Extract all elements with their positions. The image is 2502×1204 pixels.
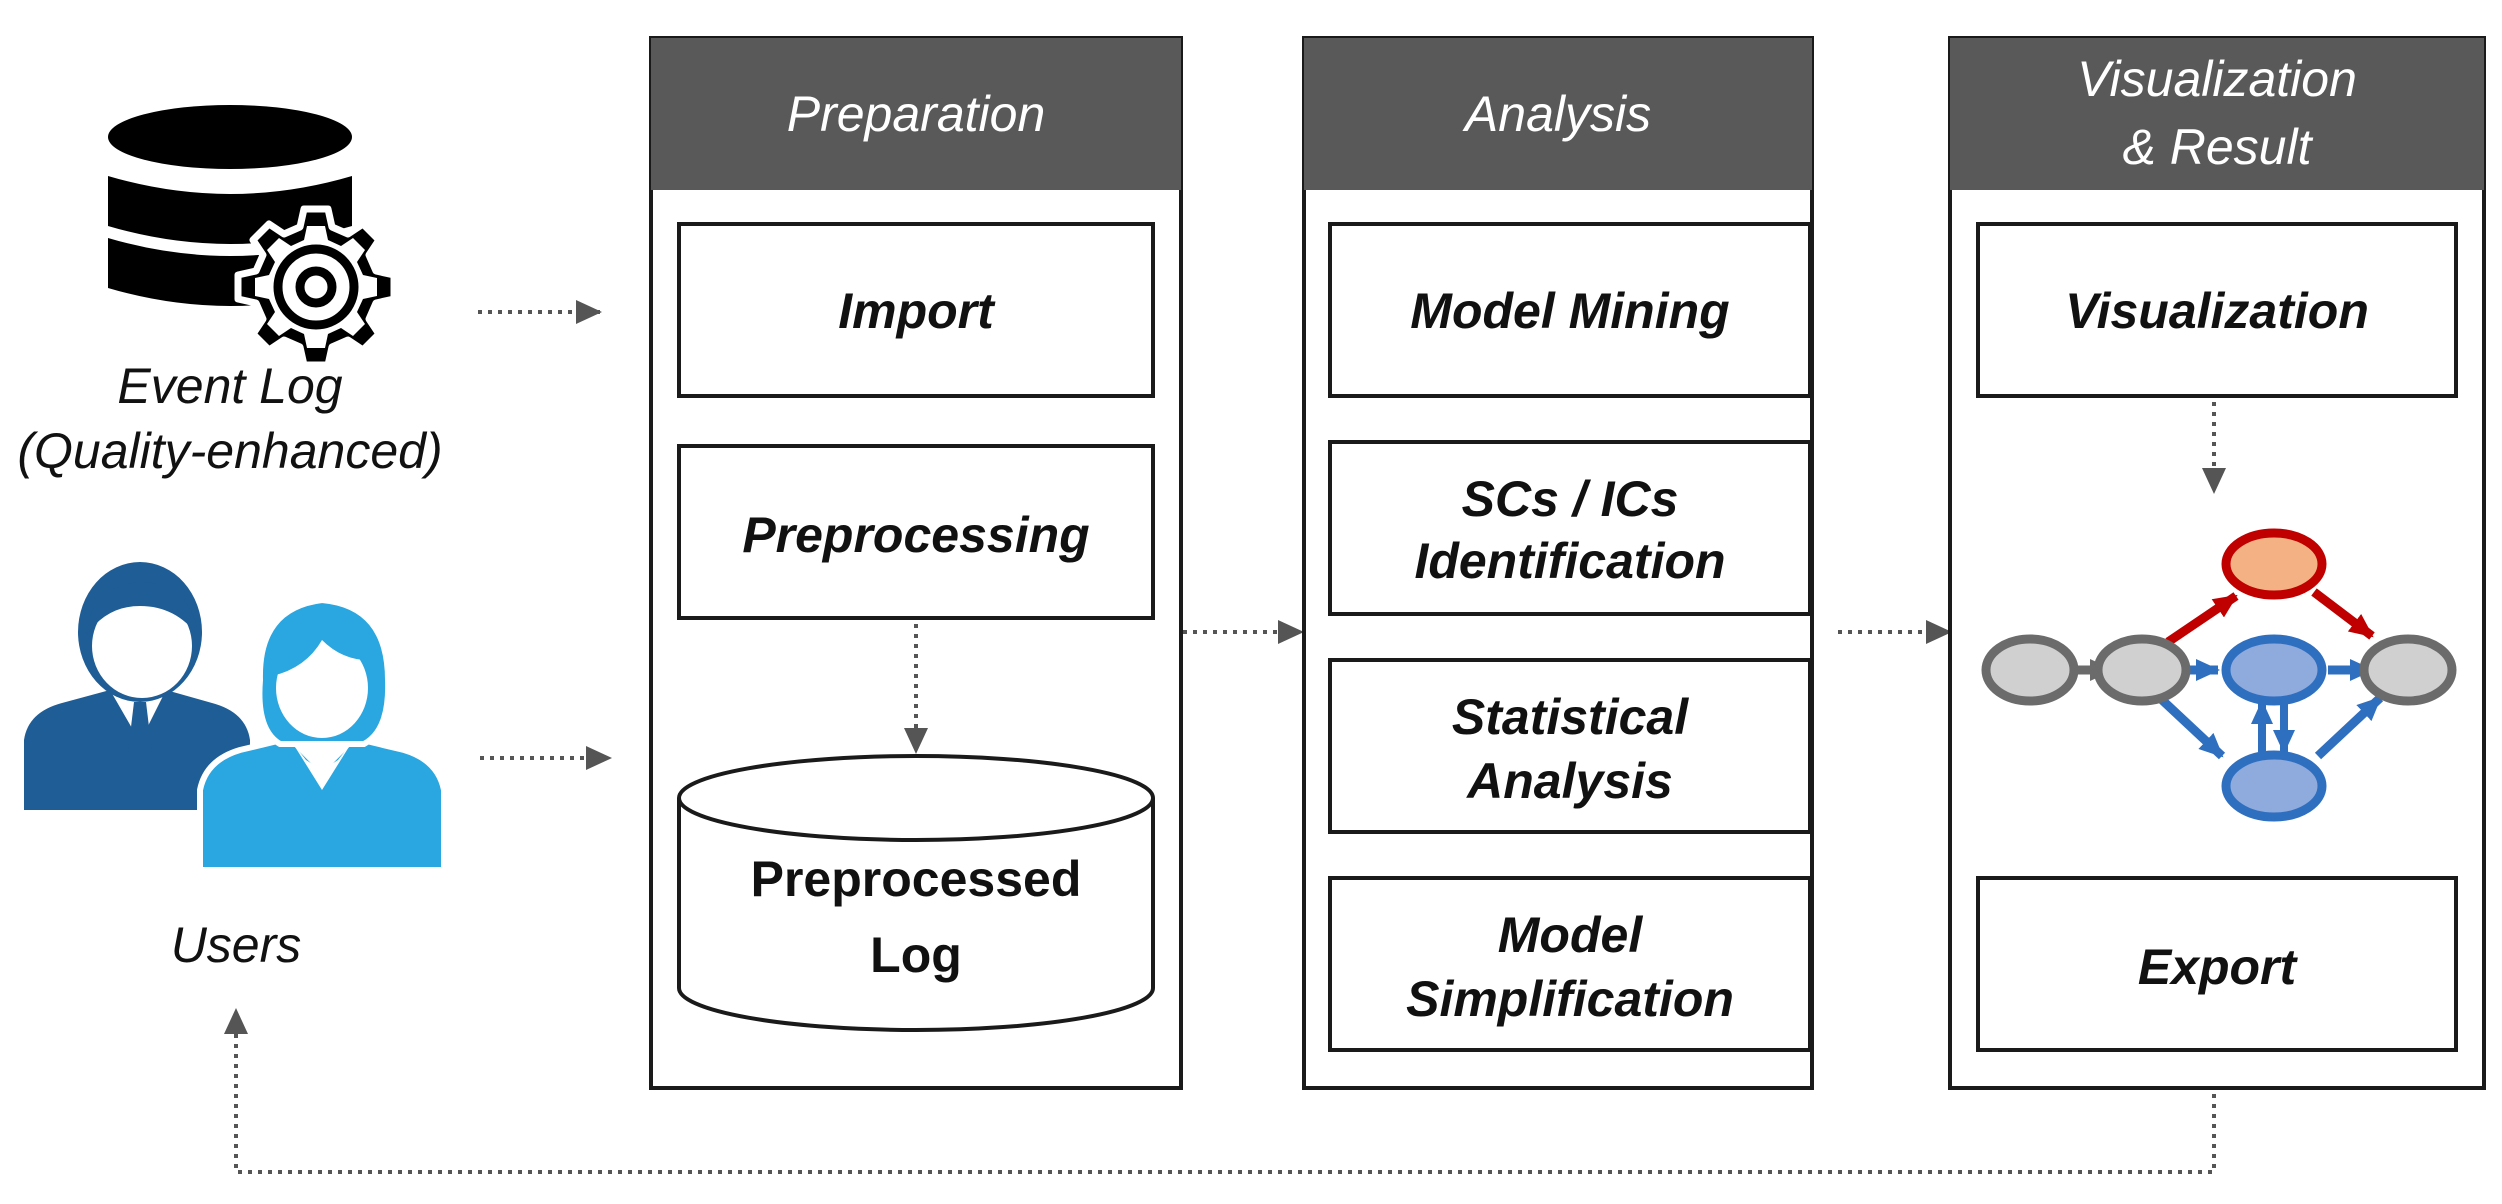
users-label: Users [171,917,302,973]
visualization-box [1976,222,2458,398]
visualization-label: Visualization [2065,283,2369,339]
stage-visualization-result: Visualization & Result Visualization Exp… [1948,36,2486,1090]
preprocessing-box [677,444,1155,620]
scs-ics-label-line2: Identification [1414,533,1725,589]
model-mining-label: Model Mining [1410,283,1729,339]
preprocessed-log-label-line1: Preprocessed [751,851,1082,907]
model-simplification-box [1328,876,1812,1052]
model-simplification-label-line1: Model [1498,907,1644,963]
visualization-result-header-line2: & Result [2123,119,2314,175]
scs-ics-label-line1: SCs / ICs [1462,471,1679,527]
event-log-title: Event Log [117,358,342,414]
preparation-header-title: Preparation [787,86,1046,142]
database-gear-icon [108,105,398,369]
preprocessed-log-label-line2: Log [870,927,962,983]
model-simplification-label-line2: Simplification [1406,971,1734,1027]
statistical-analysis-label-line1: Statistical [1452,689,1689,745]
preprocessed-log-storage [677,754,1155,1032]
scs-ics-identification-box [1328,440,1812,616]
export-box [1976,876,2458,1052]
analysis-header [1304,38,1812,190]
process-graph-illustration [1981,528,2457,822]
preprocessing-label: Preprocessing [742,507,1089,563]
users-icon [24,562,447,873]
analysis-header-title: Analysis [1462,86,1651,142]
statistical-analysis-label-line2: Analysis [1465,753,1673,809]
event-log-subtitle: (Quality-enhanced) [17,423,442,479]
statistical-analysis-box [1328,658,1812,834]
visualization-result-header [1950,38,2484,190]
model-mining-box [1328,222,1812,398]
import-box [677,222,1155,398]
export-to-users-feedback-arrow [224,1008,2216,1174]
export-label: Export [2138,939,2299,995]
preparation-header [651,38,1181,190]
stage-preparation: Preparation Import Preprocessing Preproc… [649,36,1183,1090]
visualization-result-header-line1: Visualization [2077,51,2357,107]
import-label: Import [838,283,996,339]
stage-analysis: Analysis Model Mining SCs / ICs Identifi… [1302,36,1814,1090]
